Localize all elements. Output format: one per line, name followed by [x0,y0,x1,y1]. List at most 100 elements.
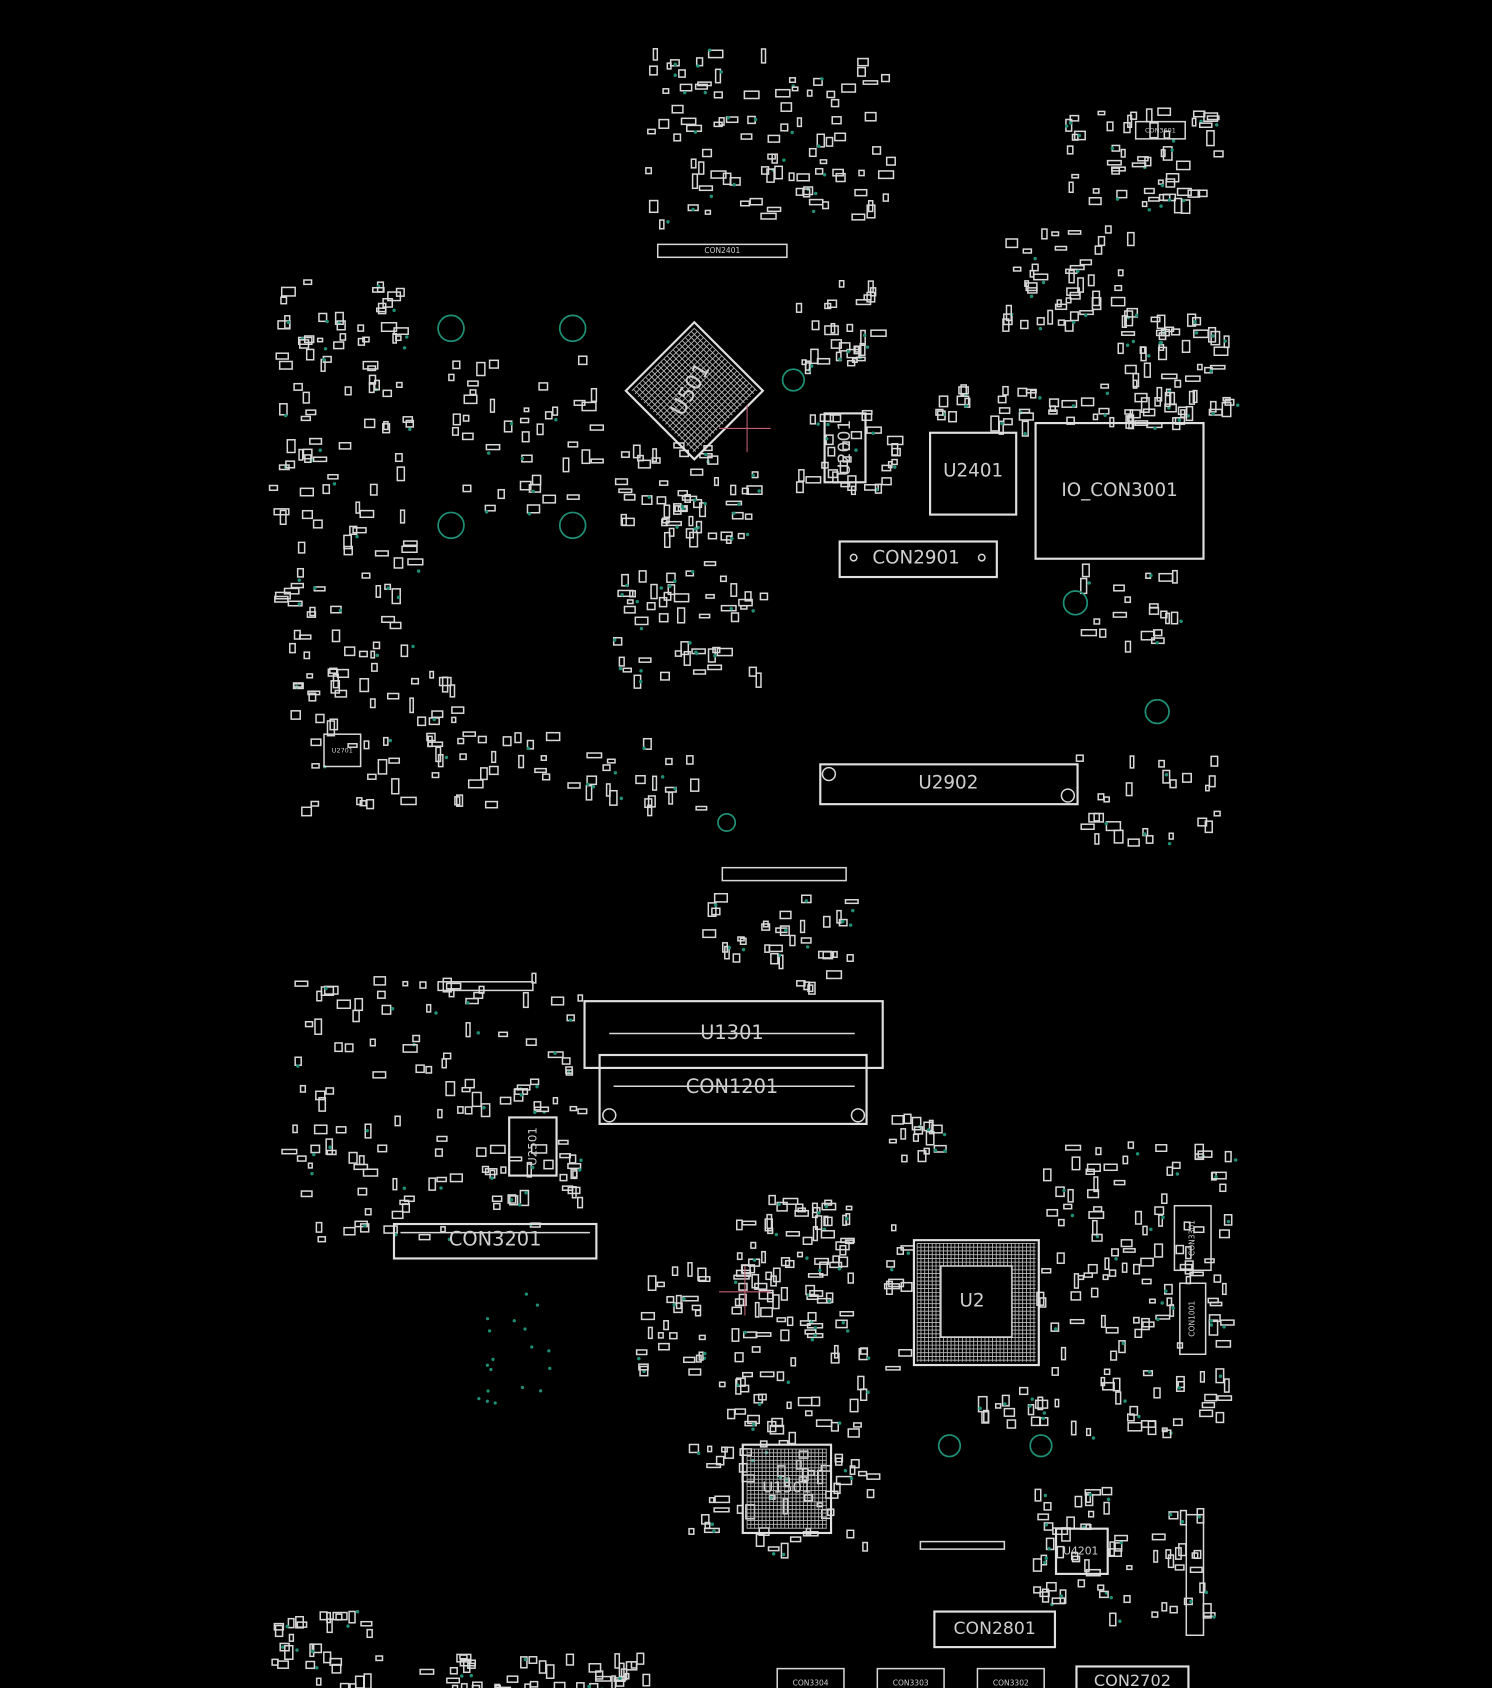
smd-component [410,677,420,685]
component-con3304[interactable]: CON3304 [776,1667,845,1688]
smd-component [449,1667,458,1675]
smd-component [300,415,311,422]
smd-component [436,1176,447,1183]
smd-component [373,976,387,986]
smd-component [849,1398,859,1413]
via [1088,1493,1093,1497]
component-con2801[interactable]: CON2801 [933,1610,1057,1649]
via [493,1401,497,1405]
via [484,510,489,514]
smd-component [1046,1208,1059,1217]
component-con2401[interactable]: CON2401 [656,243,788,259]
component-u2001[interactable]: U2001 [823,412,867,484]
smd-component [757,1393,767,1401]
smd-component [359,509,375,519]
smd-component [725,116,739,124]
component-con2901[interactable]: CON2901 [838,540,998,579]
component-con1001[interactable]: CON1001 [1179,1282,1207,1356]
smd-component [1065,1144,1082,1151]
smd-component [900,1128,907,1140]
via [805,945,810,949]
component-con3302[interactable]: CON3302 [976,1667,1045,1688]
component-u2401[interactable]: U2401 [929,431,1018,516]
smd-component [842,441,850,451]
smd-component [806,1294,819,1301]
smd-component [441,676,449,693]
via [402,346,407,350]
smd-component [896,1247,905,1255]
component-u2501[interactable]: U2501 [508,1116,558,1177]
smd-component [1113,1179,1126,1186]
smd-component [323,1651,332,1664]
smd-component [1211,1171,1227,1180]
smd-component [518,754,525,769]
via [619,796,624,801]
smd-component [586,775,598,786]
smd-component [798,469,805,482]
smd-component [357,324,365,332]
component-con1201[interactable]: CON1201 [598,1053,868,1125]
smd-component [690,778,700,792]
smd-component [1098,1590,1109,1599]
smd-component [732,953,741,963]
component-io-con3001[interactable]: IO_CON3001 [1034,422,1205,560]
component-con2702[interactable]: CON2702 [1075,1665,1190,1688]
smd-component [809,414,816,425]
label-con2901: CON2901 [872,548,959,569]
smd-component [1180,199,1191,215]
smd-component [1098,407,1110,415]
smd-component [1093,812,1101,822]
smd-component [1126,1565,1133,1571]
smd-component [1147,1420,1157,1436]
smd-component [821,1202,837,1211]
smd-component [866,1489,875,1499]
smd-component [683,650,691,666]
component-u501[interactable]: U501 [624,320,765,461]
smd-component [1088,197,1102,206]
smd-component [639,1365,649,1377]
smd-component [1085,1568,1101,1577]
smd-component [698,185,714,192]
mounting-hole [558,511,587,540]
component-u1301[interactable]: U1301 [583,1000,884,1069]
smd-component [1208,408,1223,416]
smd-component [412,1034,421,1043]
component-con3201[interactable]: CON3201 [392,1222,598,1260]
via [1070,1213,1075,1218]
smd-component [1123,1594,1131,1604]
smd-component [1067,230,1082,235]
smd-component [802,188,811,198]
smd-component [1180,409,1186,418]
component-u2[interactable]: U2 [912,1239,1040,1367]
smd-component [589,1682,599,1688]
smd-component [770,1275,777,1287]
via [682,1297,686,1301]
component-u2701[interactable]: U2701 [323,733,362,768]
smd-component [1121,331,1136,336]
smd-component [462,414,470,422]
smd-component [830,98,840,108]
smd-component [1114,1542,1123,1552]
via [313,586,317,590]
component-con3601[interactable]: CON3601 [1134,120,1186,140]
smd-component [418,1233,431,1241]
smd-component [402,1044,418,1053]
component-u2902[interactable]: U2902 [819,763,1079,806]
label-con3304: CON3304 [793,1679,829,1688]
smd-component [815,167,824,175]
component-con3301[interactable]: CON3301 [1173,1204,1212,1272]
smd-component [815,1419,833,1428]
smd-component [634,616,649,626]
component-u4201[interactable]: U4201 [1054,1527,1109,1575]
component-u1501[interactable]: U1501 [741,1443,833,1535]
via [1171,1306,1175,1310]
smd-component [1088,1210,1105,1219]
via [1023,432,1027,436]
smd-component [519,1189,530,1207]
smd-component [481,1165,490,1173]
smd-component [293,382,303,391]
smd-component [866,1473,881,1480]
component-con3303[interactable]: CON3303 [876,1667,945,1688]
via [741,947,746,952]
